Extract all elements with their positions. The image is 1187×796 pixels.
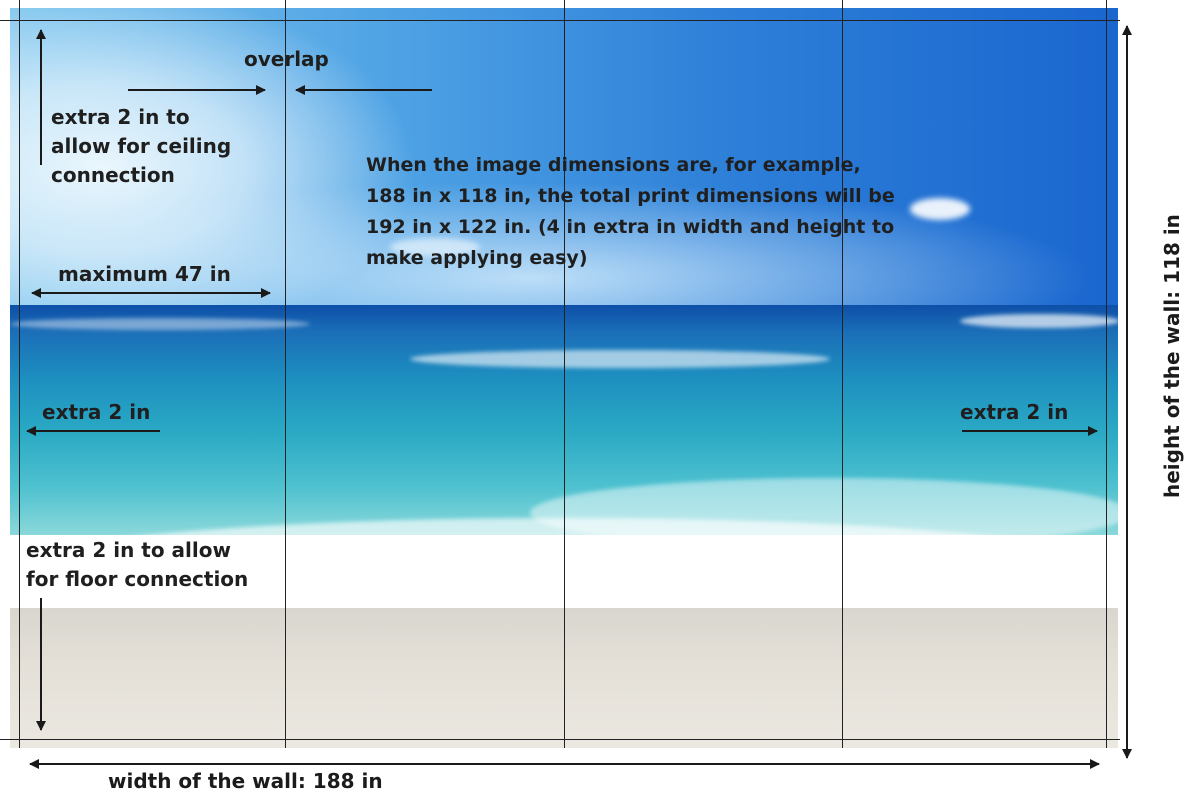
panel-line-top (0, 20, 1120, 21)
wave-foam (10, 318, 310, 330)
wave-foam (960, 314, 1120, 328)
panel-line-left (19, 0, 20, 748)
panel-line-2 (564, 0, 565, 748)
note-line-3: 192 in x 122 in. (4 in extra in width an… (366, 216, 895, 238)
cloud (390, 238, 480, 256)
print-dimensions-note: When the image dimensions are, for examp… (366, 150, 895, 274)
cloud (910, 198, 970, 220)
extra-right-label: extra 2 in (960, 400, 1069, 424)
ceiling-extra-line-3: connection (51, 163, 175, 187)
panel-line-3 (842, 0, 843, 748)
floor-extra-label: extra 2 in to allow for floor connection (26, 536, 248, 594)
maximum-width-label: maximum 47 in (58, 262, 231, 286)
overlap-label: overlap (244, 47, 329, 71)
note-line-1: When the image dimensions are, for examp… (366, 154, 861, 176)
ceiling-extra-line-2: allow for ceiling (51, 134, 232, 158)
wall-height-label: height of the wall: 118 in (1160, 214, 1184, 498)
ceiling-extra-line-1: extra 2 in to (51, 105, 190, 129)
floor-extra-line-1: extra 2 in to allow (26, 538, 231, 562)
panel-line-bottom (0, 739, 1120, 740)
extra-left-label: extra 2 in (42, 400, 151, 424)
wall-width-label: width of the wall: 188 in (108, 769, 383, 793)
wave-foam (410, 350, 830, 368)
floor-extra-line-2: for floor connection (26, 567, 249, 591)
note-line-4: make applying easy) (366, 247, 588, 269)
panel-line-1 (285, 0, 286, 748)
ceiling-extra-label: extra 2 in to allow for ceiling connecti… (51, 103, 231, 190)
panel-line-right (1106, 0, 1107, 748)
note-line-2: 188 in x 118 in, the total print dimensi… (366, 185, 895, 207)
